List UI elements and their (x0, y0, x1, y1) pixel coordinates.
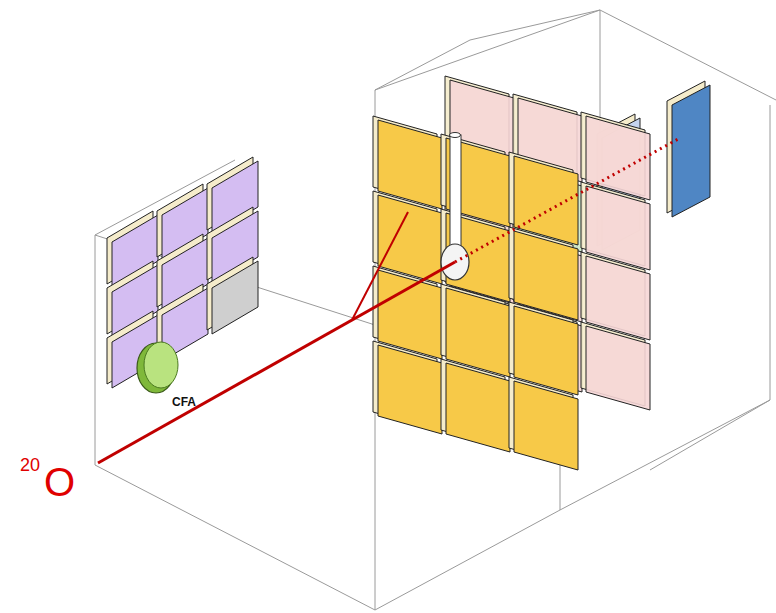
detector-tile (378, 345, 442, 434)
wireframe-boxes (95, 10, 776, 610)
detector-tile (514, 381, 578, 470)
target-holder (441, 133, 469, 281)
detector-tile (586, 326, 650, 410)
detector-name: CFA (172, 396, 196, 408)
beam-tracks (98, 138, 680, 463)
beam-element: O (44, 462, 75, 502)
detector-tile (672, 85, 710, 217)
mass-number: 20 (20, 456, 40, 474)
detector-arrays (107, 76, 710, 470)
cfa-detector (137, 342, 178, 393)
detector-tile (212, 261, 258, 334)
detector-tile (446, 363, 510, 452)
